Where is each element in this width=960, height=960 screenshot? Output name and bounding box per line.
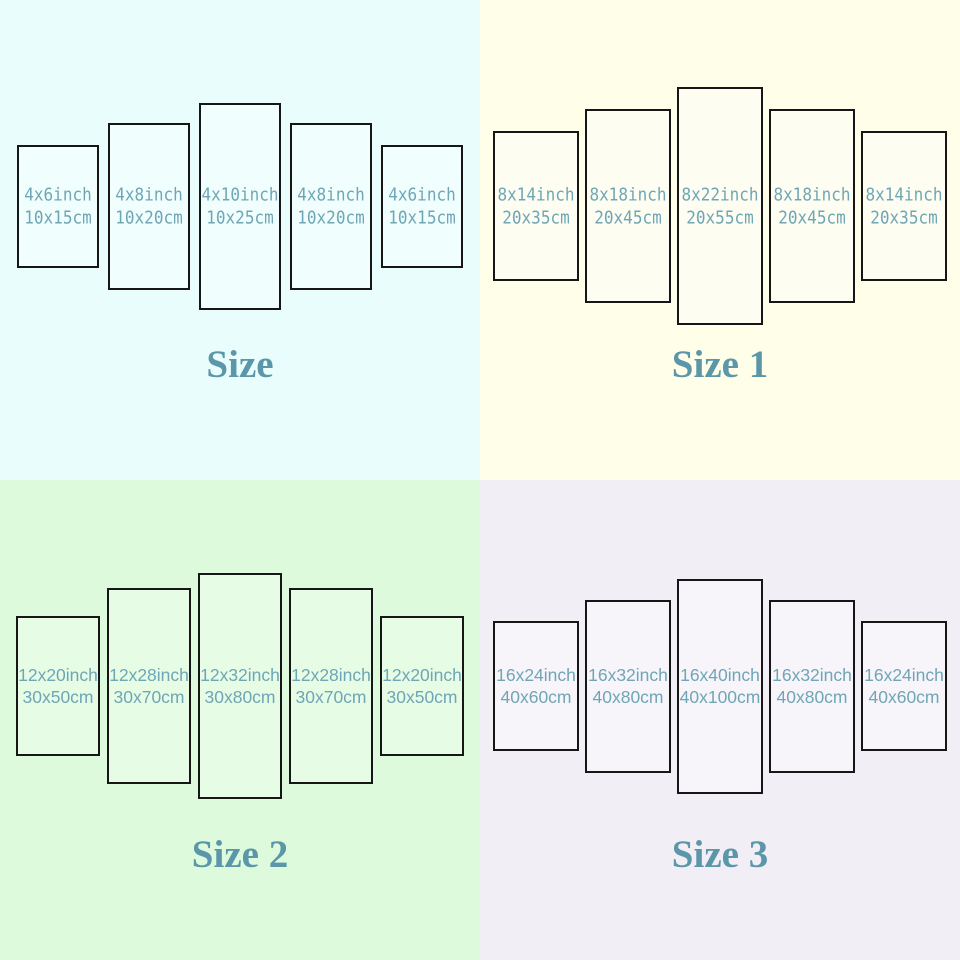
- panel-size-inch: 16x32inch: [772, 665, 852, 685]
- panel-group: 16x24inch 40x60cm 16x32inch 40x80cm 16x4…: [480, 480, 960, 892]
- canvas-panel: 8x14inch 20x35cm: [493, 131, 579, 281]
- panel-size-cm: 30x70cm: [113, 687, 185, 707]
- canvas-panel: 16x24inch 40x60cm: [493, 621, 579, 751]
- canvas-panel: 4x8inch 10x20cm: [290, 122, 372, 290]
- quadrant-size: 4x6inch 10x15cm 4x8inch 10x20cm 4x10inch…: [0, 0, 480, 480]
- panel-size-cm: 40x100cm: [679, 687, 761, 707]
- panel-size-inch: 12x20inch: [382, 665, 462, 685]
- panel-size-inch: 4x8inch: [115, 184, 183, 205]
- panel-size-label: 12x20inch 30x50cm: [18, 664, 98, 708]
- panel-size-cm: 40x80cm: [592, 687, 664, 707]
- panel-size-cm: 10x25cm: [206, 207, 274, 228]
- canvas-panel: 8x18inch 20x45cm: [585, 109, 671, 303]
- panel-size-inch: 12x20inch: [18, 665, 98, 685]
- canvas-panel: 12x20inch 30x50cm: [380, 616, 464, 756]
- panel-size-label: 4x10inch 10x25cm: [201, 183, 278, 229]
- panel-size-inch: 8x18inch: [773, 184, 851, 205]
- quadrant-title: Size 3: [671, 833, 769, 876]
- panel-group: 8x14inch 20x35cm 8x18inch 20x45cm 8x22in…: [480, 0, 960, 412]
- panel-size-cm: 10x20cm: [297, 207, 365, 228]
- quadrant-size-1: 8x14inch 20x35cm 8x18inch 20x45cm 8x22in…: [480, 0, 960, 480]
- panel-size-cm: 10x15cm: [388, 207, 456, 228]
- panel-size-label: 4x8inch 10x20cm: [115, 183, 182, 229]
- panel-size-inch: 8x14inch: [865, 184, 943, 205]
- panel-size-label: 12x32inch 30x80cm: [200, 664, 280, 708]
- panel-size-cm: 40x80cm: [776, 687, 848, 707]
- quadrant-size-3: 16x24inch 40x60cm 16x32inch 40x80cm 16x4…: [480, 480, 960, 960]
- panel-size-cm: 30x50cm: [386, 687, 458, 707]
- canvas-panel: 4x6inch 10x15cm: [17, 144, 99, 268]
- canvas-panel: 4x8inch 10x20cm: [108, 122, 190, 290]
- canvas-panel: 8x14inch 20x35cm: [861, 131, 947, 281]
- panel-size-inch: 8x22inch: [681, 184, 759, 205]
- canvas-panel: 8x22inch 20x55cm: [677, 87, 763, 325]
- panel-size-label: 12x28inch 30x70cm: [291, 664, 371, 708]
- panel-size-cm: 20x55cm: [686, 207, 754, 228]
- panel-size-cm: 10x20cm: [115, 207, 183, 228]
- panel-size-label: 8x14inch 20x35cm: [497, 183, 574, 229]
- panel-size-cm: 20x35cm: [502, 207, 570, 228]
- panel-size-label: 8x14inch 20x35cm: [865, 183, 942, 229]
- canvas-panel: 12x32inch 30x80cm: [198, 573, 282, 799]
- panel-size-cm: 40x60cm: [868, 687, 940, 707]
- panel-size-inch: 16x40inch: [680, 665, 760, 685]
- panel-size-inch: 16x32inch: [588, 665, 668, 685]
- panel-size-label: 16x24inch 40x60cm: [496, 664, 576, 708]
- panel-size-inch: 12x28inch: [291, 665, 371, 685]
- panel-size-inch: 4x8inch: [297, 184, 365, 205]
- canvas-panel: 16x40inch 40x100cm: [677, 578, 763, 794]
- canvas-panel: 12x20inch 30x50cm: [16, 616, 100, 756]
- panel-group: 12x20inch 30x50cm 12x28inch 30x70cm 12x3…: [0, 480, 480, 892]
- panel-size-label: 12x28inch 30x70cm: [109, 664, 189, 708]
- canvas-panel: 16x32inch 40x80cm: [769, 599, 855, 773]
- canvas-panel: 4x10inch 10x25cm: [199, 102, 281, 310]
- panel-size-cm: 30x70cm: [295, 687, 367, 707]
- panel-size-cm: 10x15cm: [24, 207, 92, 228]
- panel-size-inch: 16x24inch: [864, 665, 944, 685]
- quadrant-size-2: 12x20inch 30x50cm 12x28inch 30x70cm 12x3…: [0, 480, 480, 960]
- panel-size-cm: 40x60cm: [500, 687, 572, 707]
- panel-size-cm: 20x45cm: [594, 207, 662, 228]
- panel-size-label: 16x32inch 40x80cm: [588, 664, 668, 708]
- panel-size-cm: 30x50cm: [22, 687, 94, 707]
- canvas-panel: 12x28inch 30x70cm: [289, 588, 373, 784]
- panel-size-inch: 16x24inch: [496, 665, 576, 685]
- panel-size-label: 8x18inch 20x45cm: [589, 183, 666, 229]
- canvas-panel: 16x24inch 40x60cm: [861, 621, 947, 751]
- panel-size-label: 4x6inch 10x15cm: [24, 183, 91, 229]
- panel-size-cm: 30x80cm: [204, 687, 276, 707]
- panel-size-label: 16x32inch 40x80cm: [772, 664, 852, 708]
- panel-size-inch: 8x18inch: [589, 184, 667, 205]
- panel-size-label: 16x24inch 40x60cm: [864, 664, 944, 708]
- panel-size-label: 16x40inch 40x100cm: [680, 664, 761, 708]
- panel-size-label: 8x18inch 20x45cm: [773, 183, 850, 229]
- panel-size-inch: 4x10inch: [201, 184, 279, 205]
- canvas-panel: 16x32inch 40x80cm: [585, 599, 671, 773]
- panel-size-cm: 20x35cm: [870, 207, 938, 228]
- panel-size-label: 8x22inch 20x55cm: [681, 183, 758, 229]
- panel-size-inch: 4x6inch: [388, 184, 456, 205]
- panel-size-label: 4x8inch 10x20cm: [297, 183, 364, 229]
- panel-group: 4x6inch 10x15cm 4x8inch 10x20cm 4x10inch…: [0, 0, 480, 412]
- panel-size-inch: 8x14inch: [497, 184, 575, 205]
- quadrant-title: Size: [206, 343, 274, 386]
- quadrant-title: Size 1: [671, 343, 769, 386]
- canvas-panel: 8x18inch 20x45cm: [769, 109, 855, 303]
- panel-size-inch: 12x28inch: [109, 665, 189, 685]
- panel-size-inch: 12x32inch: [200, 665, 280, 685]
- canvas-panel: 12x28inch 30x70cm: [107, 588, 191, 784]
- panel-size-label: 4x6inch 10x15cm: [388, 183, 455, 229]
- quadrant-title: Size 2: [191, 833, 289, 876]
- canvas-panel: 4x6inch 10x15cm: [381, 144, 463, 268]
- panel-size-label: 12x20inch 30x50cm: [382, 664, 462, 708]
- panel-size-cm: 20x45cm: [778, 207, 846, 228]
- panel-size-inch: 4x6inch: [24, 184, 92, 205]
